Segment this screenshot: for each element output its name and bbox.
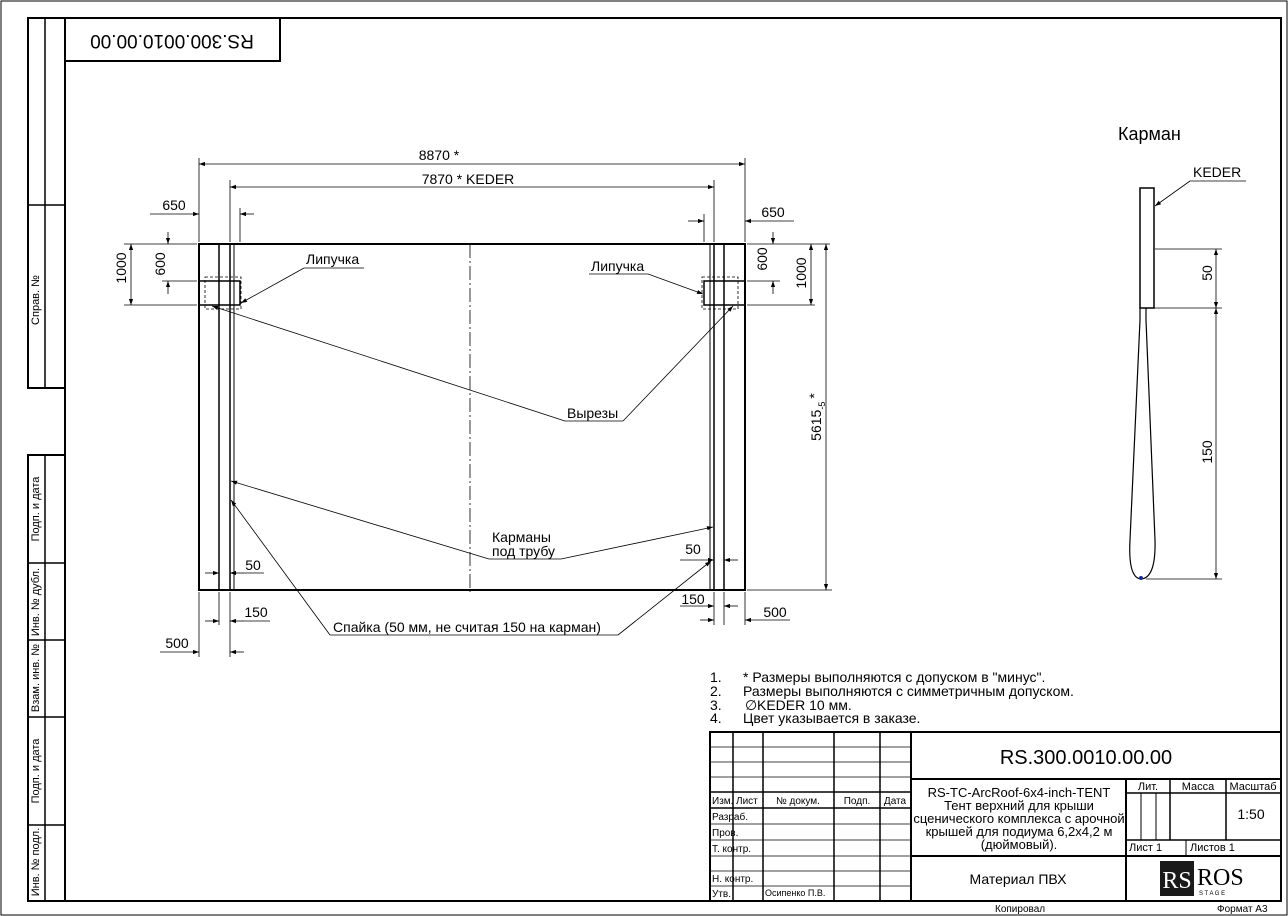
dim-height-left-600-label: 600: [152, 252, 168, 276]
dim-overall-height-label: 5615-5 *: [806, 393, 827, 441]
dim-height-right-600-label: 600: [754, 247, 770, 271]
pocket-detail-title: Карман: [1118, 124, 1181, 144]
note-1-text: * Размеры выполняются с допуском в "мину…: [743, 669, 1045, 685]
note-1-number: 1.: [710, 669, 722, 685]
title-block-name-line-5: (дюймовый).: [981, 837, 1058, 852]
dim-edge-left: [150, 208, 254, 242]
logo-sub: S T A G E: [1199, 891, 1225, 897]
dim-keder-width: [229, 180, 715, 242]
dim-right-500-label: 500: [763, 604, 787, 620]
dim-overall-height-value: 5615: [808, 409, 824, 440]
dim-left-500-label: 500: [165, 635, 189, 651]
role-norm-control: Н. контр.: [712, 874, 753, 885]
label-velcro-left: Липучка: [306, 251, 359, 267]
header-sign: Подп.: [844, 796, 871, 807]
dim-right-150-label: 150: [681, 591, 705, 607]
dim-edge-left-label: 650: [162, 197, 186, 213]
approved-by-name: Осипенко П.В.: [765, 888, 825, 898]
role-tech-control: Т. контр.: [712, 844, 751, 855]
title-block-designation: RS.300.0010.00.00: [1000, 747, 1172, 769]
title-block-name-line-4: крышей для подиума 6,2х4,2 м: [926, 824, 1113, 839]
dim-edge-right-label: 650: [761, 204, 785, 220]
title-block-material: Материал ПВХ: [970, 871, 1068, 887]
dim-height-right-1000-label: 1000: [793, 257, 809, 288]
header-date: Дата: [884, 796, 907, 807]
scale-label: Масштаб: [1229, 781, 1276, 793]
note-3-diameter-icon: ∅: [745, 697, 757, 713]
header-izm: Изм.: [712, 796, 733, 807]
sidebar-label-sign-date-1: Подп. и дата: [30, 476, 42, 542]
title-block-name-line-1: RS-TC-ArcRoof-6x4-inch-TENT: [928, 785, 1111, 800]
dim-right-50-label: 50: [685, 541, 701, 557]
dim-keder-width-label: 7870 * KEDER: [422, 171, 515, 187]
label-pockets-line2: под трубу: [492, 543, 555, 559]
copied-label: Копировал: [995, 904, 1045, 915]
dim-overall-height-star: *: [806, 393, 822, 399]
logo-letters: RS: [1162, 868, 1191, 894]
tent-panel: [198, 243, 746, 592]
note-3-text: KEDER 10 мм.: [757, 697, 852, 713]
dim-edge-right: [688, 214, 794, 242]
dim-height-right: [747, 232, 830, 306]
dim-height-left: [124, 232, 197, 306]
pocket-detail-view: [1129, 180, 1246, 580]
label-weld: Спайка (50 мм, не считая 150 на карман): [333, 619, 601, 635]
sheet-code-mirrored: RS.300.0010.00.00: [90, 30, 254, 51]
note-4-text: Цвет указывается в заказе.: [743, 710, 920, 726]
label-velcro-right: Липучка: [591, 258, 644, 274]
pocket-detail-keder: KEDER: [1193, 164, 1241, 180]
ros-stage-logo: RS ROS S T A G E: [1160, 861, 1244, 897]
sidebar-label-replaced-inv-no: Взам. инв. №: [30, 644, 42, 712]
note-3-number: 3.: [710, 697, 722, 713]
title-block-name-line-3: сценического комплекса с арочной: [913, 811, 1124, 826]
title-block: [709, 731, 1282, 902]
dim-bottom-left: [160, 570, 270, 657]
header-doc-no: № докум.: [776, 796, 820, 807]
pocket-detail-dim-150: 150: [1199, 440, 1215, 464]
dim-overall-height-tolerance: -5: [817, 402, 827, 410]
dim-height-left-1000-label: 1000: [113, 252, 129, 283]
note-2-number: 2.: [710, 683, 722, 699]
note-2-text: Размеры выполняются с симметричным допус…: [743, 683, 1074, 699]
role-developer: Разраб.: [712, 811, 748, 823]
role-approved: Утв.: [712, 889, 731, 900]
label-pockets-line1: Карманы: [492, 529, 551, 545]
logo-name: ROS: [1197, 865, 1244, 891]
note-4-number: 4.: [710, 710, 722, 726]
title-block-name-line-2: Тент верхний для крыши: [944, 798, 1094, 813]
header-list: Лист: [736, 796, 758, 807]
sheet-label: Лист 1: [1129, 842, 1162, 854]
format-label: Формат А3: [1217, 904, 1268, 915]
sidebar-label-orig-inv-no: Инв. № подл.: [30, 828, 42, 897]
sheets-label: Листов 1: [1190, 842, 1235, 854]
label-cutouts: Вырезы: [567, 405, 618, 421]
lit-label: Лит.: [1138, 781, 1158, 793]
mass-label: Масса: [1182, 781, 1215, 793]
role-checker: Пров.: [712, 828, 738, 839]
dim-bottom-right: [680, 557, 790, 625]
dim-overall-height: [747, 244, 832, 591]
dim-left-150-label: 150: [244, 604, 268, 620]
sidebar-label-ref-no: Справ. №: [30, 275, 42, 325]
leader-lines: [211, 267, 734, 636]
scale-value: 1:50: [1237, 806, 1264, 822]
notes-block: 1. * Размеры выполняются с допуском в "м…: [710, 669, 1074, 726]
dim-left-50-label: 50: [245, 557, 261, 573]
pocket-detail-dim-50: 50: [1199, 265, 1215, 281]
sidebar-label-sign-date-2: Подп. и дата: [30, 738, 42, 804]
dim-overall-width-label: 8870 *: [419, 147, 460, 163]
dim-overall-width: [198, 158, 746, 242]
sidebar-label-dup-inv-no: Инв. № дубл.: [30, 568, 42, 636]
